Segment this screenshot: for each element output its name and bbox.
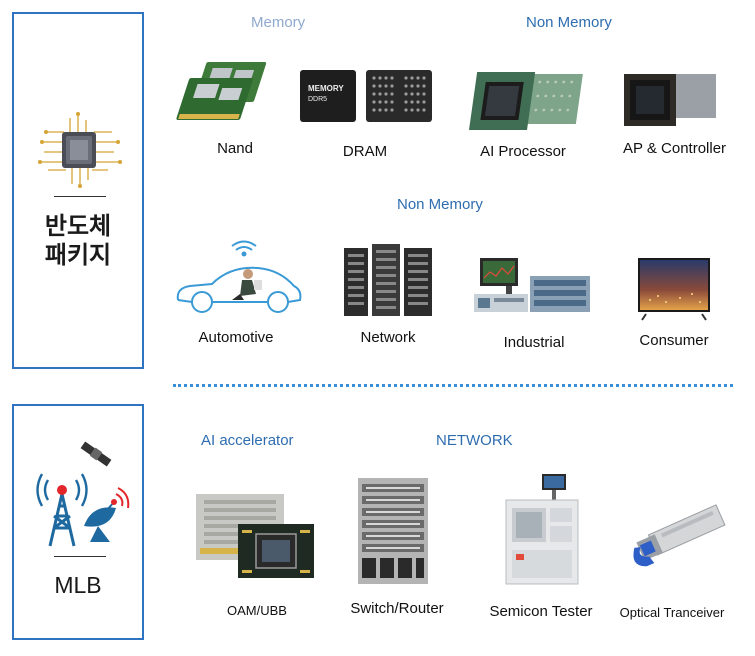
package-title-line2: 패키지 [44,242,112,269]
dram-chip-text-2: DDR5 [308,96,327,103]
dram-chip-icon: MEMORY DDR5 [296,68,436,126]
mlb-product-label-semicon-tester: Semicon Tester [489,603,593,620]
product-label-ai-processor: AI Processor [480,143,566,160]
mlb-product-label-oam-ubb: OAM/UBB [227,603,287,618]
section-divider [173,384,733,387]
application-label-industrial: Industrial [503,334,565,351]
ai-accelerator-section-label: AI accelerator [201,432,294,449]
mlb-product-label-optical-tranceiver: Optical Tranceiver [619,605,725,620]
memory-section-label: Memory [251,14,306,31]
ap-controller-icon [620,70,720,128]
product-label-dram: DRAM [342,143,388,160]
industrial-equipment-icon [470,254,594,320]
mlb-divider [54,556,106,557]
switch-router-icon [354,474,432,588]
package-title-line1: 반도체 [44,213,112,240]
package-divider [54,196,106,197]
server-rack-icon [340,240,436,320]
car-icon [172,240,306,322]
application-label-automotive: Automotive [198,329,274,346]
dram-chip-text-1: MEMORY [308,84,344,93]
chip-icon [36,112,122,188]
oam-board-icon [192,490,320,582]
semicon-tester-icon [502,470,582,588]
tv-icon [636,256,712,322]
application-label-network: Network [360,329,416,346]
mlb-product-label-switch-router: Switch/Router [350,600,444,617]
package-category-box: 반도체 패키지 [12,12,144,369]
nand-module-icon [168,58,276,130]
optical-transceiver-icon [624,500,728,576]
non-memory-section-label-top: Non Memory [526,14,612,31]
non-memory-section-label-mid: Non Memory [397,196,483,213]
mlb-category-box: MLB [12,404,144,640]
network-section-label: NETWORK [436,432,513,449]
ai-processor-icon [468,66,588,132]
application-label-consumer: Consumer [639,332,709,349]
mlb-title: MLB [54,572,102,598]
package-title: 반도체 패키지 [14,212,142,270]
product-label-nand: Nand [217,140,253,157]
antenna-satellite-icon [34,432,130,550]
product-label-ap-controller: AP & Controller [622,140,727,157]
